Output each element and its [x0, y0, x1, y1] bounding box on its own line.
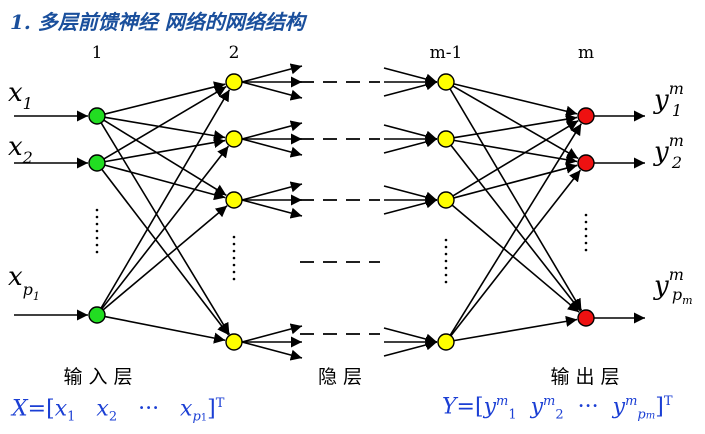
- page-title: 1. 多层前馈神经 网络的网络结构: [10, 10, 305, 34]
- fan-in-arrow: [383, 339, 438, 357]
- fan-in-arrow: [383, 327, 438, 345]
- input-node: [88, 107, 106, 125]
- input-node: [88, 306, 106, 324]
- edge-1-2: [104, 81, 226, 115]
- input-node: [88, 154, 106, 172]
- edge-1-2: [104, 116, 226, 142]
- output-node: [577, 309, 595, 327]
- output-vector-formula: Y=[ym1 ym2 ··· ympm]T: [442, 394, 673, 423]
- output-layer-label: 输 出 层: [550, 366, 619, 388]
- fan-in-arrow: [383, 136, 438, 154]
- edge-m1-m: [453, 139, 578, 166]
- edge-1-2: [104, 164, 226, 201]
- input-label-2: x2: [8, 132, 33, 167]
- fan-out-arrow: [241, 341, 303, 361]
- fan-out-arrow: [241, 63, 303, 83]
- output-node: [577, 154, 595, 172]
- nodes: [88, 73, 595, 351]
- edge-m1-m: [452, 119, 579, 197]
- hidden-node-layer-m-1: [437, 191, 455, 209]
- fan-out-arrow: [241, 138, 303, 158]
- edge-1-2: [100, 89, 231, 309]
- hidden-node-layer-m-1: [437, 73, 455, 91]
- fan-out-arrow: [241, 181, 303, 201]
- edge-m1-m: [449, 123, 582, 336]
- fan-in-arrow: [383, 67, 438, 85]
- hidden-node-layer-m-1: [437, 333, 455, 351]
- hidden-ellipsis-m-1: [444, 238, 448, 284]
- fan-in-arrow: [383, 197, 438, 215]
- edge-m1-m: [449, 88, 583, 311]
- fan-in-arrow: [383, 185, 438, 203]
- edge-1-2: [104, 315, 226, 344]
- fan-out-arrow: [241, 199, 303, 219]
- hidden-node-layer-m-1: [437, 130, 455, 148]
- layer-number-1: 1: [92, 43, 103, 63]
- edge-m1-m: [453, 113, 578, 139]
- edge-m1-m: [453, 162, 578, 199]
- edge-m1-m: [453, 83, 578, 117]
- edge-m1-m: [453, 315, 578, 342]
- output-node: [577, 107, 595, 125]
- fan-in-arrow: [383, 124, 438, 142]
- hidden-node-layer-2: [225, 191, 243, 209]
- layer-number-m: m: [578, 43, 594, 63]
- fan-out-arrow: [241, 323, 303, 343]
- hidden-layer-label: 隐 层: [318, 366, 362, 388]
- hidden-node-layer-2: [225, 130, 243, 148]
- edge-1-2: [101, 145, 230, 310]
- input-label-p: xp1: [8, 262, 40, 303]
- input-layer-label: 输 入 层: [63, 366, 132, 388]
- layer-number-2: 2: [229, 43, 240, 63]
- fan-out-arrow: [241, 120, 303, 140]
- input-vector-formula: X=[x1 x2 ··· xp1]T: [12, 396, 225, 425]
- edge-1-2: [101, 168, 230, 336]
- fan-out-arrow: [241, 81, 303, 101]
- edge-m1-m: [451, 204, 580, 313]
- edge-m1-m: [452, 85, 579, 160]
- output-ellipsis: [584, 213, 588, 252]
- edge-m1-m: [450, 169, 582, 337]
- edge-1-2: [103, 119, 227, 196]
- layer-number-m-1: m-1: [430, 43, 463, 63]
- edge-1-2: [102, 205, 228, 311]
- hidden-ellipsis-2: [232, 235, 236, 281]
- hidden-node-layer-2: [225, 73, 243, 91]
- input-label-1: x1: [8, 78, 33, 113]
- edge-1-2: [103, 85, 227, 160]
- edge-1-2: [104, 136, 226, 163]
- input-ellipsis: [95, 208, 99, 254]
- connections: [14, 63, 645, 361]
- hidden-node-layer-2: [225, 333, 243, 351]
- fan-in-arrow: [383, 79, 438, 97]
